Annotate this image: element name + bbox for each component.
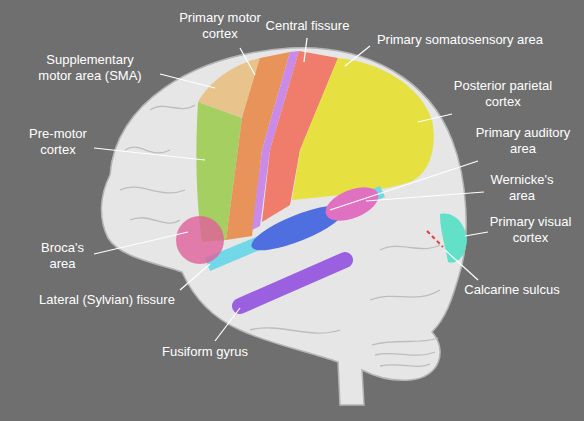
region-label: Primary somatosensory area — [365, 32, 555, 48]
calcarine-sulcus-mark — [427, 231, 443, 247]
region-label: Supplementary motor area (SMA) — [30, 52, 150, 84]
brain-outline — [101, 48, 466, 405]
region-label: Central fissure — [255, 18, 360, 34]
region-label: Posterior parietal cortex — [448, 78, 558, 110]
region-label: Wernicke's area — [482, 172, 562, 204]
region-label: Primary auditory area — [468, 125, 578, 157]
region-label: Primary visual cortex — [488, 214, 573, 246]
broca-region — [176, 216, 224, 264]
region-label: Lateral (Sylvian) fissure — [22, 292, 192, 308]
region-label: Pre-motor cortex — [18, 126, 98, 158]
region-label: Primary motor cortex — [170, 10, 270, 42]
wernicke-region — [321, 181, 383, 228]
primary-visual-region — [440, 214, 467, 263]
region-label: Broca's area — [30, 240, 95, 272]
posterior-parietal-region — [292, 58, 434, 200]
fusiform-region — [240, 260, 345, 306]
region-label: Fusiform gyrus — [150, 344, 260, 360]
region-label: Calcarine sulcus — [452, 282, 572, 298]
